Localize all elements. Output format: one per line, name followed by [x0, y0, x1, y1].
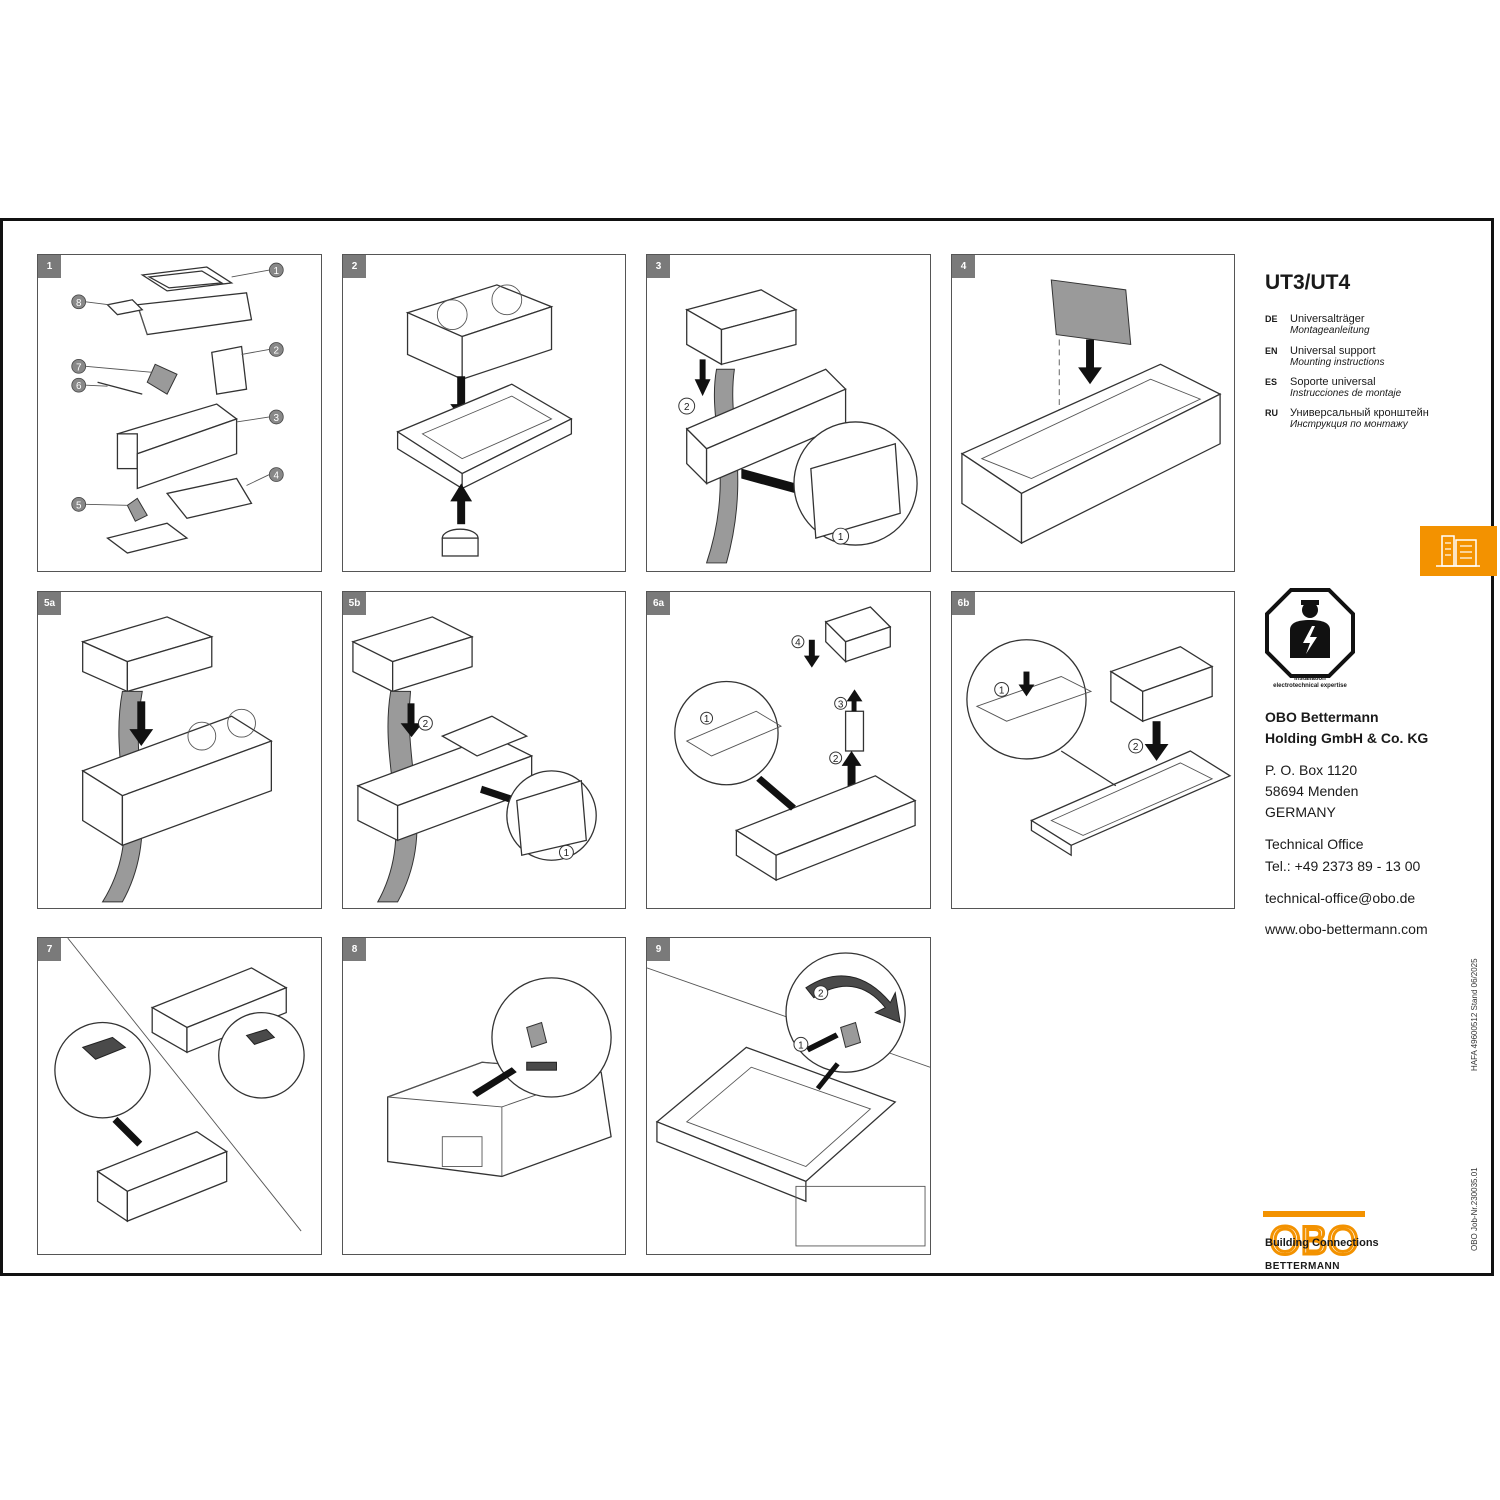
cable-routing-detail-illustration: 2 1: [351, 616, 597, 903]
language-product-name: Universal support: [1290, 345, 1376, 357]
safety-label-line: electrotechnical expertise: [1273, 683, 1347, 689]
step-callout: 2: [818, 989, 824, 1000]
office-name: Technical Office: [1265, 836, 1364, 852]
step-callout: 1: [704, 714, 710, 725]
part-number: 5: [76, 500, 82, 511]
step-callout: 1: [999, 685, 1005, 696]
language-product-name: Universalträger: [1290, 313, 1365, 325]
company-name-line1: OBO Bettermann: [1265, 709, 1379, 725]
building-icon: [1436, 535, 1480, 567]
panel-6a: 6a 4 3 2 1: [646, 591, 931, 909]
panel-badge: 7: [38, 938, 61, 961]
socket-mounting-illustration: 1 2: [966, 639, 1232, 857]
language-code: RU: [1265, 408, 1278, 418]
website-link[interactable]: www.obo-bettermann.com: [1265, 921, 1428, 937]
cable-insertion-illustration: 2 1: [678, 289, 918, 564]
brand-tagline: Building Connections: [1265, 1237, 1379, 1249]
step-callout: 2: [1133, 742, 1139, 753]
panel-badge: 1: [38, 255, 61, 278]
latch-detail-illustration: [387, 977, 612, 1178]
panel-badge: 6a: [647, 592, 670, 615]
company-name-line2: Holding GmbH & Co. KG: [1265, 730, 1429, 746]
address-line1: P. O. Box 1120: [1265, 762, 1358, 778]
part-number: 2: [274, 345, 280, 356]
panel-8: 8: [342, 937, 626, 1255]
step-callout: 1: [838, 532, 844, 543]
electrician-safety-icon: [1265, 588, 1355, 678]
cable-routing-illustration: [80, 616, 273, 903]
language-doc-type: Montageanleitung: [1290, 325, 1370, 336]
category-tab: [1420, 526, 1497, 576]
safety-label-line: Installation: [1294, 676, 1326, 682]
cover-mounting-illustration: [54, 938, 305, 1232]
socket-insert-illustration: [396, 284, 573, 557]
language-code: DE: [1265, 314, 1278, 324]
address-line3: GERMANY: [1265, 804, 1336, 820]
panel-5a: 5a: [37, 591, 322, 909]
panel-6b: 6b 1 2: [951, 591, 1235, 909]
panel-7: 7: [37, 937, 322, 1255]
language-doc-type: Instrucciones de montaje: [1290, 388, 1402, 399]
panel-badge: 8: [343, 938, 366, 961]
step-callout: 1: [564, 848, 570, 859]
obo-logo: OBO: [1263, 1211, 1365, 1264]
step-callout: 2: [833, 754, 839, 765]
step-callout: 2: [684, 402, 690, 413]
part-number: 3: [274, 413, 280, 424]
logo-subtext: BETTERMANN: [1265, 1261, 1340, 1272]
language-doc-type: Mounting instructions: [1290, 357, 1385, 368]
panel-9: 9 2 1: [646, 937, 931, 1255]
email-link[interactable]: technical-office@obo.de: [1265, 890, 1416, 906]
document-job-number: OBO Job-Nr.230035.01: [1470, 1167, 1479, 1251]
language-product-name: Soporte universal: [1290, 376, 1376, 388]
step-callout: 4: [795, 638, 801, 649]
instruction-sheet: 1 1 2 3 4 5 6 7 8: [0, 218, 1497, 1276]
panel-5b: 5b 2 1: [342, 591, 626, 909]
panel-2: 2: [342, 254, 626, 572]
address-line2: 58694 Menden: [1265, 783, 1359, 799]
language-doc-type: Инструкция по монтажу: [1290, 419, 1408, 430]
part-number: 7: [76, 362, 82, 373]
panel-badge: 3: [647, 255, 670, 278]
panel-badge: 5a: [38, 592, 61, 615]
step-callout: 1: [798, 1040, 804, 1051]
step-callout: 2: [423, 719, 429, 730]
step-callout: 3: [838, 699, 844, 710]
panel-badge: 5b: [343, 592, 366, 615]
separator-insertion-illustration: [960, 279, 1222, 545]
panel-3: 3 2 1: [646, 254, 931, 572]
panel-badge: 2: [343, 255, 366, 278]
part-number: 1: [274, 266, 280, 277]
product-title: UT3/UT4: [1265, 271, 1351, 294]
panel-1: 1 1 2 3 4 5 6 7 8: [37, 254, 322, 572]
safety-label: Installation electrotechnical expertise: [1265, 676, 1355, 690]
floor-box-installation-illustration: 2 1: [647, 952, 930, 1247]
language-product-name: Универсальный кронштейн: [1290, 407, 1429, 419]
part-number: 4: [274, 471, 280, 482]
document-code-hafa: HAFA 49600512 Stand 06/2025: [1470, 958, 1479, 1071]
part-number: 8: [76, 298, 82, 309]
phone-number: Tel.: +49 2373 89 - 13 00: [1265, 858, 1421, 874]
logo-text: OBO: [1270, 1219, 1359, 1263]
exploded-parts-illustration: 1 2 3 4 5 6 7 8: [71, 262, 284, 554]
panel-4: 4: [951, 254, 1235, 572]
panel-badge: 4: [952, 255, 975, 278]
panel-badge: 6b: [952, 592, 975, 615]
language-code: ES: [1265, 377, 1278, 387]
data-module-illustration: 4 3 2 1: [674, 606, 917, 882]
panel-badge: 9: [647, 938, 670, 961]
language-code: EN: [1265, 346, 1278, 356]
part-number: 6: [76, 381, 82, 392]
